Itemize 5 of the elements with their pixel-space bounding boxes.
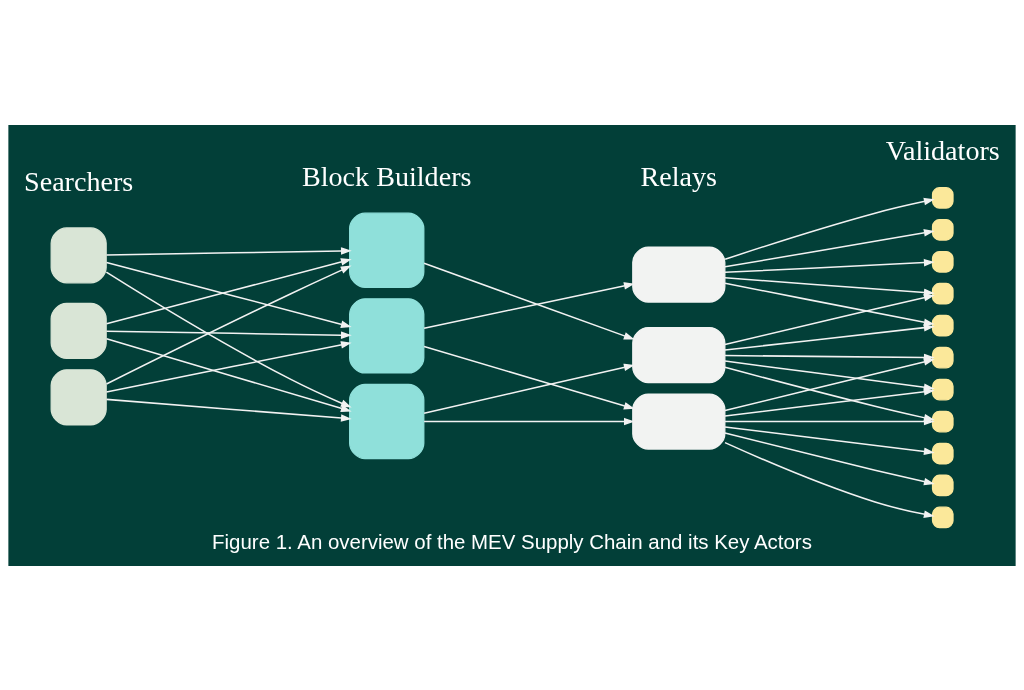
label: Validators: [885, 134, 1000, 166]
label: Searchers: [24, 165, 134, 197]
label: Relays: [640, 160, 718, 192]
label: Block Builders: [302, 160, 472, 192]
caption: Figure 1. An overview of the MEV Supply Chain and its Key Actors: [212, 529, 812, 553]
